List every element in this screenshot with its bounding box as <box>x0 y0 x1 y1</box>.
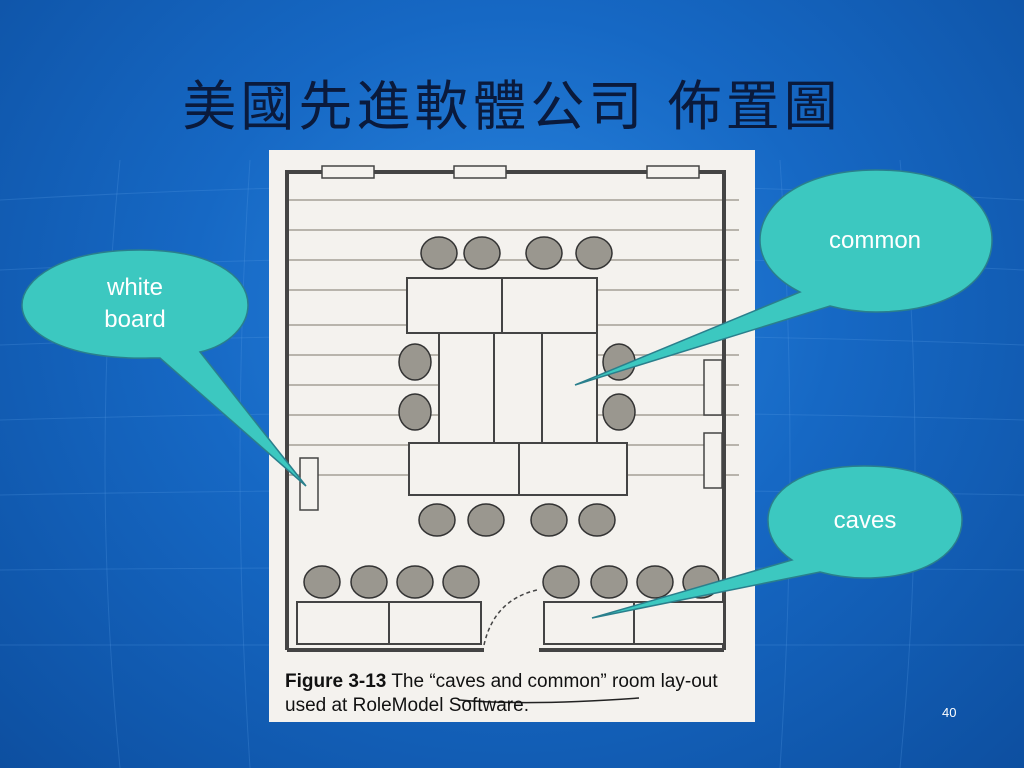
white-board-label-line1: white <box>106 274 164 301</box>
figure-caption-label: Figure 3-13 <box>285 671 387 692</box>
figure-caption-text: The “caves and common” room lay-out used… <box>285 671 718 716</box>
common-callout <box>574 169 993 386</box>
white-board-label-line2: board <box>104 306 166 333</box>
caves-callout-label: caves <box>833 507 897 534</box>
slide-title: 美國先進軟體公司 佈置圖 <box>182 75 842 138</box>
caves-callout <box>591 465 963 619</box>
figure-caption: Figure 3-13 The “caves and common” room … <box>285 670 755 718</box>
common-callout-label: common <box>828 227 922 254</box>
page-number: 40 <box>942 705 957 720</box>
white-board-callout <box>21 249 307 487</box>
white-board-callout-label: white board <box>60 272 210 336</box>
